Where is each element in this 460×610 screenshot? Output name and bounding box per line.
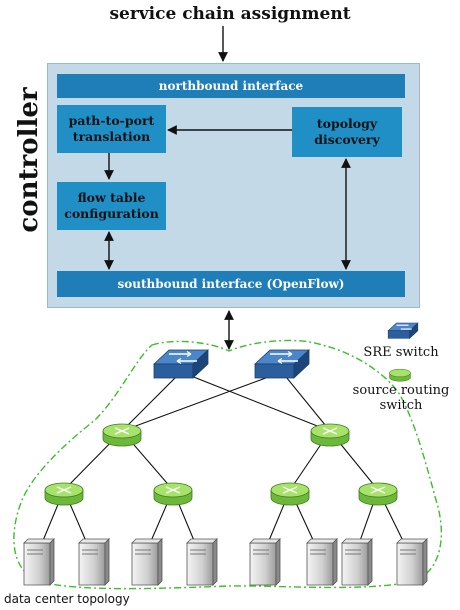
source-routing-switch-icon (44, 482, 84, 506)
topology-label: data center topology (4, 592, 130, 606)
server-icon (396, 538, 428, 586)
server-icon (131, 538, 163, 586)
legend-source-routing-switch-label: source routing switch (352, 383, 450, 413)
server-icon (78, 538, 110, 586)
topology-outline (13, 339, 443, 590)
legend-sre-switch-icon (387, 322, 419, 340)
server-icon (186, 538, 218, 586)
flow-table-configuration: flow table configuration (57, 182, 166, 230)
link (180, 371, 331, 432)
northbound-interface: northbound interface (57, 74, 405, 98)
link (121, 371, 283, 432)
server-icon (23, 538, 55, 586)
southbound-interface: southbound interface (OpenFlow) (57, 271, 405, 297)
source-routing-switch-icon (153, 482, 193, 506)
path-to-port-label: path-to-port translation (68, 113, 155, 144)
source-routing-switch-icon (102, 423, 142, 447)
source-routing-switch-icon (310, 423, 350, 447)
link (121, 371, 182, 432)
path-to-port-translation: path-to-port translation (57, 105, 166, 153)
sre-switch-icon (152, 349, 210, 379)
topology-discovery-label: topology discovery (314, 116, 380, 147)
flow-table-label: flow table configuration (64, 190, 159, 221)
source-routing-switch-icon (270, 482, 310, 506)
sre-switch-icon (253, 349, 311, 379)
source-routing-switch-icon (358, 482, 398, 506)
legend-sre-switch-label: SRE switch (363, 345, 439, 360)
server-icon (341, 538, 373, 586)
diagram-title: service chain assignment (109, 4, 351, 24)
topology-discovery: topology discovery (292, 107, 402, 157)
server-icon (249, 538, 281, 586)
server-icon (306, 538, 338, 586)
legend-source-routing-switch-icon (389, 368, 411, 382)
link (281, 371, 331, 432)
